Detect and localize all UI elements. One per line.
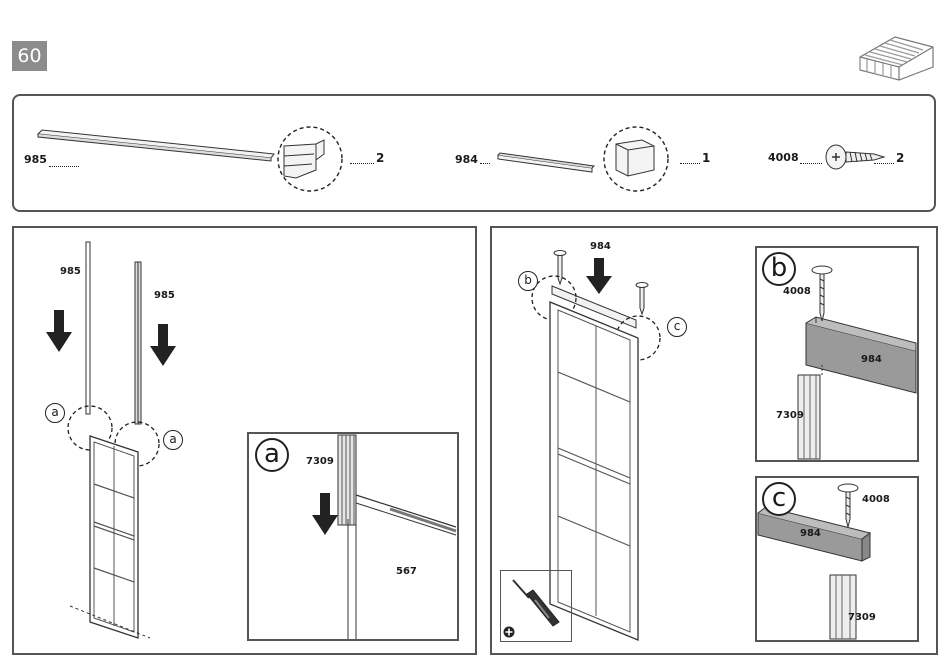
detail-a-letter: a: [255, 438, 289, 472]
screw-icon: [824, 142, 886, 172]
short-bar-icon: [496, 151, 596, 173]
detail-a-part-7309: 7309: [306, 456, 334, 467]
detail-c-screw-4008: 4008: [862, 494, 890, 505]
part-code-4008: 4008: [768, 151, 799, 164]
detail-b-letter: b: [762, 252, 796, 286]
page-number: 60: [12, 41, 47, 71]
detail-b-bar-984: 984: [861, 354, 882, 365]
part-code-984: 984: [455, 153, 478, 166]
callout-a-left: a: [45, 403, 65, 423]
detail-b-screw-4008: 4008: [783, 286, 811, 297]
assembly-drawing-left: [40, 238, 240, 648]
zoom-circle: [276, 126, 346, 194]
parts-list: 985 2 984 1 4008 2: [12, 94, 936, 212]
detail-a-part-567: 567: [396, 566, 417, 577]
leader-dots: [874, 163, 894, 164]
callout-c: c: [667, 317, 687, 337]
part-quantity-984: 1: [702, 151, 710, 165]
detail-c-profile-7309: 7309: [848, 612, 876, 623]
leader-dots: [49, 166, 79, 167]
detail-c-letter: c: [762, 482, 796, 516]
plus-icon: [503, 626, 515, 638]
leader-dots: [800, 163, 822, 164]
callout-a-right: a: [163, 430, 183, 450]
callout-b: b: [518, 271, 538, 291]
greenhouse-icon: [855, 22, 935, 82]
zoom-circle: [602, 126, 672, 194]
leader-dots: [480, 163, 490, 164]
part-quantity-985: 2: [376, 151, 384, 165]
part-quantity-4008: 2: [896, 151, 904, 165]
detail-b-profile-7309: 7309: [776, 410, 804, 421]
leader-dots: [350, 163, 374, 164]
detail-c-bar-984: 984: [800, 528, 821, 539]
profile-bar-icon: [36, 126, 286, 166]
leader-dots: [680, 163, 700, 164]
